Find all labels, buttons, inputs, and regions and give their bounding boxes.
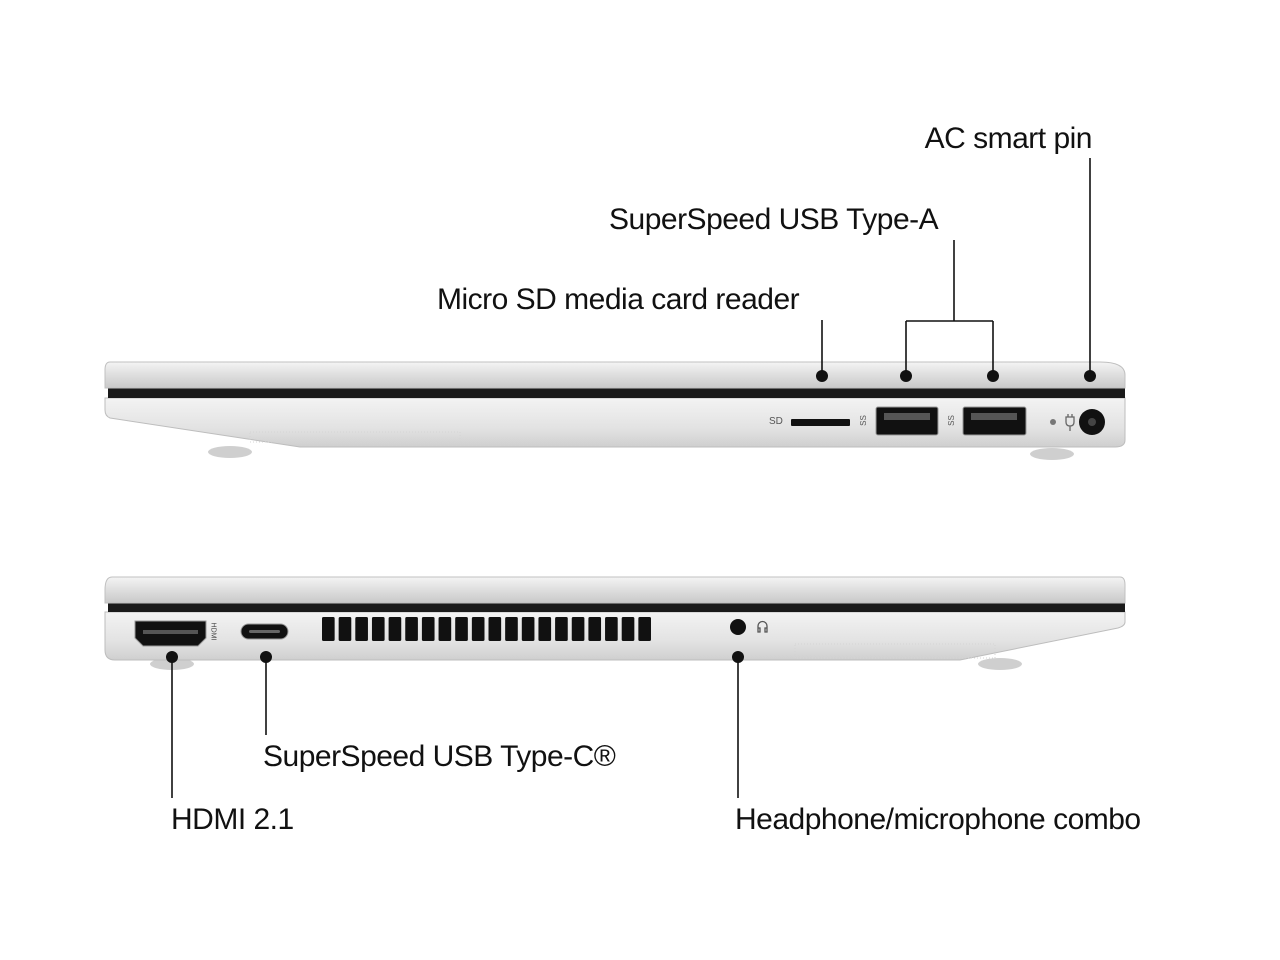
callout-dot [987, 370, 999, 382]
callout-dot [732, 651, 744, 663]
callout-lines [166, 158, 1096, 798]
vent-slot [371, 617, 385, 641]
sd-marking: SD [769, 416, 783, 427]
vent-slot [338, 617, 352, 641]
vent-slot [405, 617, 418, 641]
callout-dot [900, 370, 912, 382]
callout-dot [260, 651, 272, 663]
callout-dot [816, 370, 828, 382]
ss-usb-marking: SS [946, 415, 956, 426]
vent-slot [421, 617, 435, 641]
micro-sd-slot [791, 419, 850, 426]
usb-a-port-1 [875, 406, 939, 436]
laptop-lid [104, 361, 1126, 389]
vent-slot [471, 617, 485, 641]
vent-slot [505, 617, 518, 641]
vent-slot [438, 617, 452, 641]
power-plug-icon [1065, 414, 1075, 431]
hinge-gap [108, 603, 1125, 612]
vent-slot [455, 617, 468, 641]
vent-slot [588, 617, 602, 641]
speaker-grille [249, 431, 461, 443]
charge-led [1050, 419, 1056, 425]
vent-slot [388, 617, 402, 641]
hinge-gap [108, 388, 1125, 398]
vent-slot [555, 617, 568, 641]
speaker-grille [794, 643, 996, 659]
vent-slot [638, 617, 651, 641]
headphone-icon [757, 620, 768, 633]
laptop-lid [104, 576, 1126, 604]
usb-a-port-2 [962, 406, 1027, 436]
callout-dot [1084, 370, 1096, 382]
hdmi-marking: HDMI [209, 622, 217, 641]
foot [1030, 448, 1074, 460]
vent-slot [521, 617, 535, 641]
label-usb-type-c: SuperSpeed USB Type-C® [263, 740, 616, 773]
label-ac-smart-pin: AC smart pin [924, 122, 1093, 155]
vent-slot [488, 617, 502, 641]
vent-slot [322, 617, 335, 641]
label-micro-sd: Micro SD media card reader [437, 283, 800, 316]
callout-dot [166, 651, 178, 663]
laptop-right-side [104, 361, 1126, 460]
laptop-left-side [104, 576, 1126, 670]
vent-slot [621, 617, 635, 641]
label-usb-type-a: SuperSpeed USB Type-A [609, 203, 939, 236]
foot [978, 658, 1022, 670]
ss-usb-marking: SS [858, 415, 868, 426]
vent-slot [571, 617, 585, 641]
laptop-base [104, 397, 1126, 448]
vent-slot [538, 617, 552, 641]
label-headphone-combo: Headphone/microphone combo [735, 803, 1141, 836]
vent-slot [355, 617, 368, 641]
cooling-vents [322, 617, 651, 641]
label-hdmi: HDMI 2.1 [171, 803, 294, 836]
audio-jack [730, 619, 746, 635]
vent-slot [605, 617, 618, 641]
foot [208, 446, 252, 458]
